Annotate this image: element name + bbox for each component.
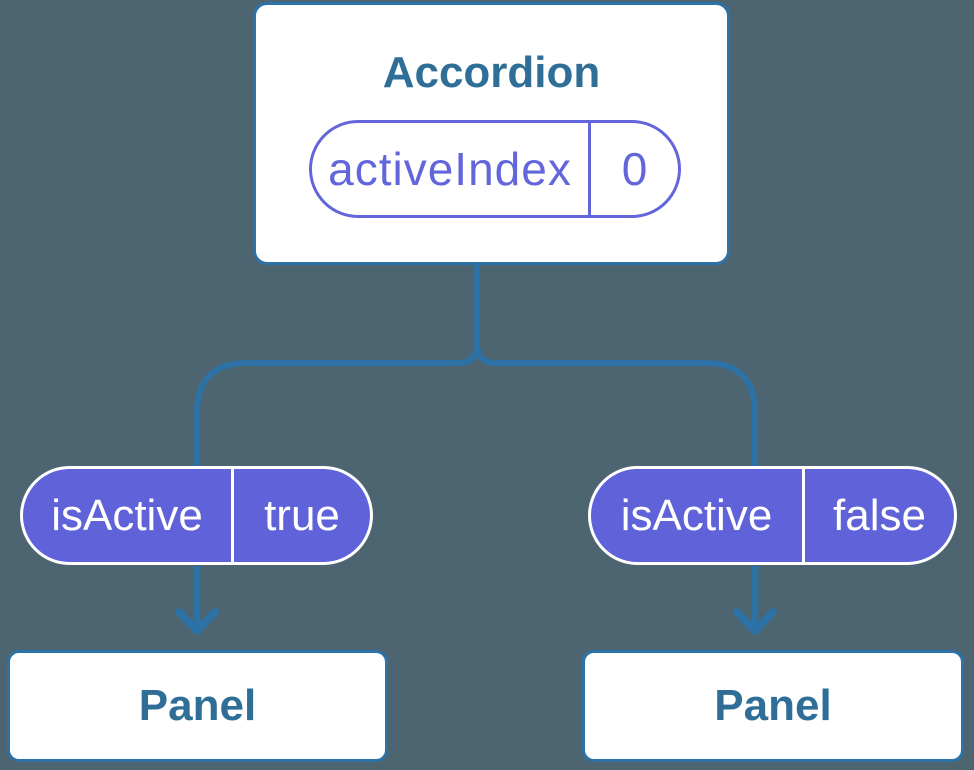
state-pill-isactive-false: isActive false xyxy=(588,466,957,565)
accordion-node: Accordion activeIndex 0 xyxy=(253,2,730,265)
state-pill-name: isActive xyxy=(23,469,234,562)
state-pill-isactive-true: isActive true xyxy=(20,466,373,565)
connector-branch-left xyxy=(194,343,480,468)
arrow-down-icon xyxy=(175,608,219,635)
node-title: Accordion xyxy=(382,48,601,97)
prop-pill-value: 0 xyxy=(621,143,648,195)
panel-node-right: Panel xyxy=(582,650,964,762)
state-pill-value: true xyxy=(264,490,340,540)
panel-node-left: Panel xyxy=(7,650,388,762)
connector-branch-right xyxy=(474,343,758,468)
arrow-down-icon xyxy=(733,608,777,635)
prop-pill-name: activeIndex xyxy=(312,123,591,215)
prop-pill-activeindex: activeIndex 0 xyxy=(309,120,681,218)
state-pill-value: false xyxy=(833,490,926,540)
state-pill-name: isActive xyxy=(591,469,805,562)
